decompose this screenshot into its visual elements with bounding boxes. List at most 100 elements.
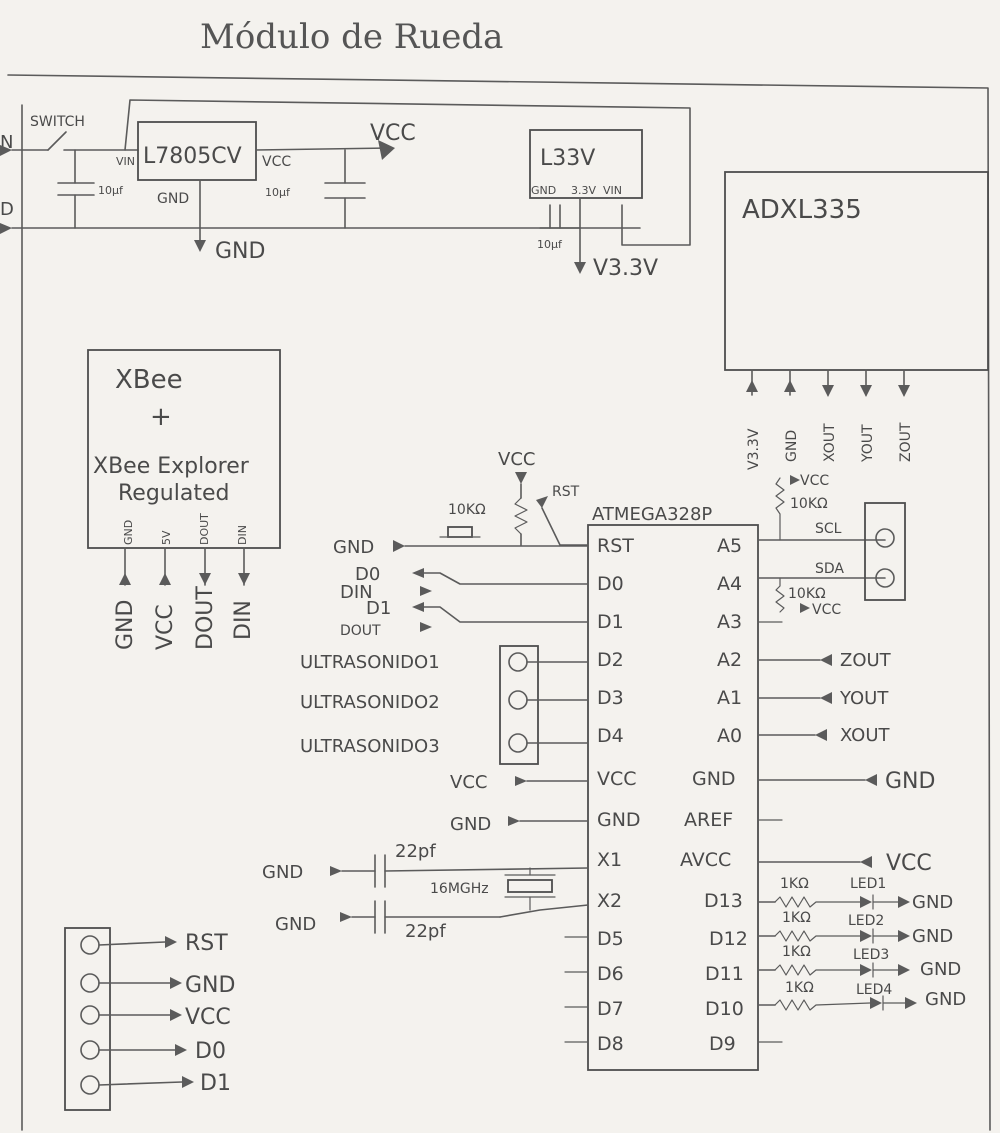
adxl335-box	[724, 171, 989, 371]
led2-label: LED2	[848, 913, 884, 929]
xtal-cap1-label: 22pf	[395, 841, 436, 862]
i2c-pin-sda	[875, 568, 895, 588]
ultrasonic-1-label: ULTRASONIDO1	[300, 652, 440, 673]
xtal-gnd1-label: GND	[262, 862, 303, 883]
i2c-sda-label: SDA	[815, 561, 844, 577]
mcu-pin-a1: A1	[717, 687, 742, 709]
xbee-plus: +	[150, 402, 172, 432]
xbee-inner-dout: DOUT	[198, 513, 211, 545]
ultrasonic-pin-3	[508, 733, 528, 753]
led2-diode	[860, 930, 872, 942]
mcu-pin-x2: X2	[597, 890, 622, 912]
led3-gnd: GND	[920, 959, 961, 980]
l33v-gnd: GND	[531, 184, 556, 197]
right-gnd-label: GND	[885, 769, 935, 794]
i2c-bus: VCC 10KΩ SCL SDA 10KΩ VCC	[757, 473, 906, 618]
l33v-out: 3.3V	[571, 184, 596, 197]
cap1-label: 10µf	[98, 184, 124, 197]
i2c-scl-label: SCL	[815, 521, 842, 537]
reset-rst-label: RST	[552, 484, 580, 500]
i2c-vcc-top: VCC	[800, 473, 829, 489]
serial-d0-label: D0	[355, 564, 380, 585]
serial-din-label: DIN	[340, 582, 373, 603]
mcu-pin-vcc: VCC	[597, 768, 637, 790]
mcu-pin-a0: A0	[717, 725, 742, 747]
ultrasonic-2-label: ULTRASONIDO2	[300, 692, 440, 713]
mcu-pin-d1: D1	[597, 611, 624, 633]
right-power-pins: GND VCC	[757, 769, 935, 876]
mcu-pin-rst: RST	[597, 535, 634, 557]
adxl-pin-xout: XOUT	[822, 423, 838, 462]
xbee-pin-vcc: VCC	[153, 604, 178, 650]
adxl335-name: ADXL335	[742, 195, 862, 225]
header-pin-5	[80, 1075, 100, 1095]
mcu-pin-d12: D12	[709, 928, 748, 950]
crystal-16mhz	[507, 879, 553, 893]
right-vcc-label: VCC	[886, 851, 932, 876]
mcu-pin-aref: AREF	[684, 809, 733, 831]
xbee-pin-din: DIN	[231, 600, 256, 640]
atmega-name: ATMEGA328P	[592, 504, 712, 525]
crystal-circuit: GND 22pf GND 22pf 16MGHz	[262, 841, 589, 942]
i2c-resistor-top	[775, 477, 785, 541]
ultrasonic-pin-1	[508, 652, 528, 672]
i2c-r-bottom-label: 10KΩ	[788, 586, 826, 602]
mcu-pin-a4: A4	[717, 573, 742, 595]
adxl-pin-zout: ZOUT	[898, 422, 914, 462]
reset-gnd-label: GND	[333, 537, 374, 558]
led3-res-label: 1KΩ	[782, 944, 811, 960]
adxl-pin-gnd: GND	[784, 430, 800, 462]
xbee-line2: XBee Explorer	[93, 454, 250, 479]
programming-header: RST GND VCC D0 D1	[64, 927, 235, 1111]
header-pin-2	[80, 973, 100, 993]
mcu-pin-d5: D5	[597, 928, 624, 950]
header-box	[64, 927, 111, 1111]
i2c-pin-scl	[875, 528, 895, 548]
xbee-line1: XBee	[115, 365, 183, 395]
left-vcc-label: VCC	[450, 772, 487, 793]
mcu-pin-d11: D11	[705, 963, 744, 985]
header-label-gnd: GND	[185, 973, 235, 998]
xbee-inner-5v: 5V	[160, 530, 173, 545]
header-label-d1: D1	[200, 1071, 231, 1096]
mcu-pin-a5: A5	[717, 535, 742, 557]
l33v-name: L33V	[540, 146, 595, 171]
header-pin-1	[80, 935, 100, 955]
adxl-pin-yout: YOUT	[860, 424, 876, 463]
xbee-pin-dout: DOUT	[193, 586, 218, 650]
l7805-vin: VIN	[116, 155, 135, 168]
led3-label: LED3	[853, 947, 889, 963]
gnd-label-power: GND	[215, 239, 265, 264]
led4-diode	[870, 997, 882, 1009]
mcu-pin-d7: D7	[597, 998, 624, 1020]
mcu-pin-d9: D9	[709, 1033, 736, 1055]
regulator-l7805cv	[137, 121, 257, 181]
input-label-bottom: D	[0, 199, 14, 220]
analog-inputs: ZOUT YOUT XOUT	[757, 650, 892, 746]
header-pin-3	[80, 1005, 100, 1025]
xbee-inner-gnd: GND	[122, 520, 135, 545]
mcu-pin-a2: A2	[717, 649, 742, 671]
switch-lever	[47, 131, 67, 151]
analog-yout-label: YOUT	[839, 688, 889, 709]
crystal-label: 16MGHz	[430, 881, 489, 897]
header-pin-4	[80, 1040, 100, 1060]
ultrasonic-3-label: ULTRASONIDO3	[300, 736, 440, 757]
regulator-l33v	[529, 129, 643, 199]
led4-label: LED4	[856, 982, 892, 998]
mcu-pin-d10: D10	[705, 998, 744, 1020]
l7805-name: L7805CV	[143, 144, 242, 169]
ultrasonic-pin-2	[508, 690, 528, 710]
vcc-label-power: VCC	[370, 121, 416, 146]
analog-zout-label: ZOUT	[840, 650, 892, 671]
left-power-pins: VCC GND	[450, 772, 589, 835]
xbee-box	[87, 349, 281, 549]
l7805-vout: VCC	[262, 154, 291, 170]
mcu-pin-d0: D0	[597, 573, 624, 595]
xbee-module: XBee + XBee Explorer Regulated GND 5V DO…	[87, 349, 281, 650]
page-title: Módulo de Rueda	[200, 17, 503, 57]
mcu-pin-gnd-r: GND	[692, 768, 736, 790]
led1-gnd: GND	[912, 892, 953, 913]
reset-resistor	[514, 497, 528, 535]
i2c-vcc-bottom: VCC	[812, 602, 841, 618]
